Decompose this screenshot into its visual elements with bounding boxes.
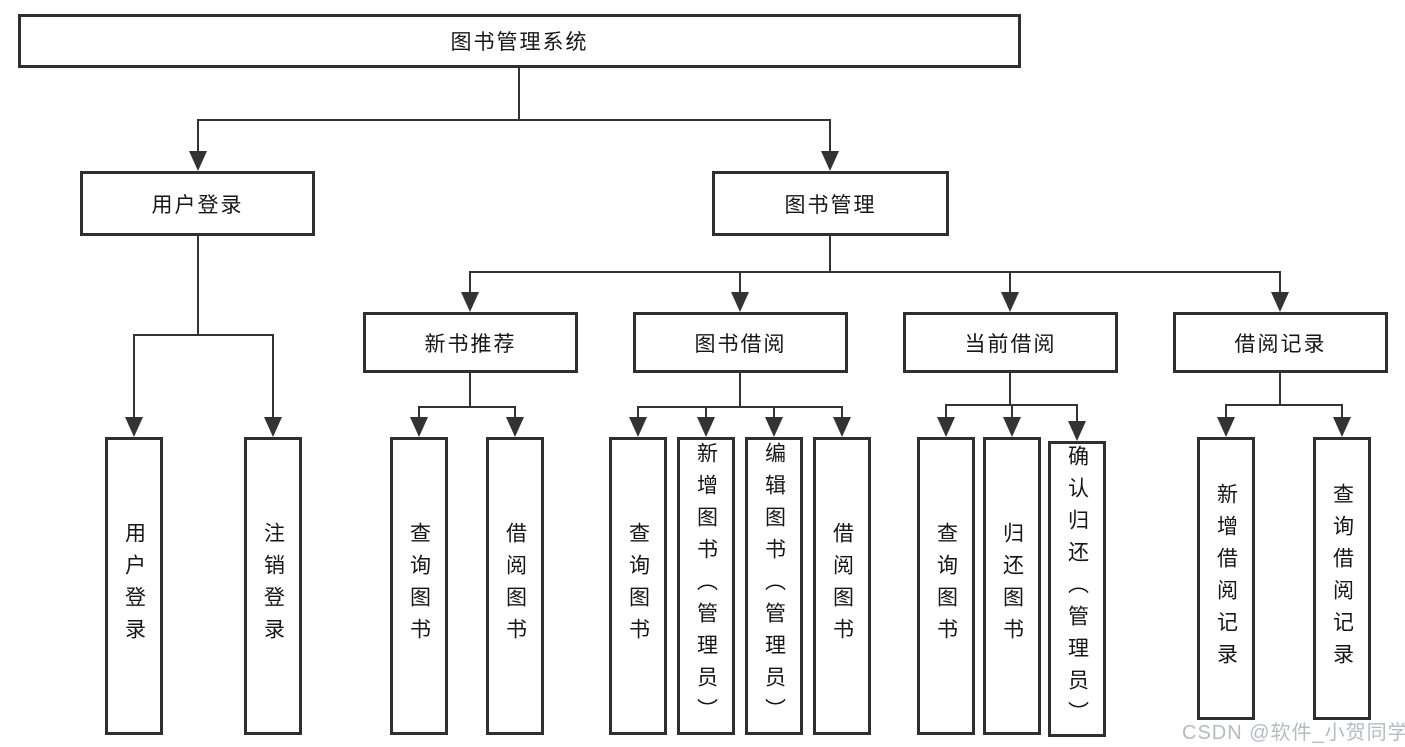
node-label: 新书推荐 <box>424 332 517 356</box>
leaf-return-book: 归还图书 <box>983 437 1041 735</box>
node-new-book-recommend: 新书推荐 <box>363 312 578 373</box>
leaf-confirm-return-admin: 确认归还（管理员） <box>1048 441 1106 737</box>
leaf-add-book-admin: 新增图书（管理员） <box>677 437 735 735</box>
connector-recommend-stub <box>469 373 471 407</box>
node-label: 当前借阅 <box>964 332 1057 356</box>
node-label: 借阅图书 <box>830 522 854 650</box>
node-label: 注销登录 <box>261 522 285 650</box>
leaf-add-borrow-record: 新增借阅记录 <box>1197 437 1255 720</box>
connector-borrow-stub <box>739 373 741 407</box>
connector-level3-rail <box>469 271 1281 273</box>
arrow-to-borrow <box>731 272 749 312</box>
node-label: 借阅记录 <box>1234 332 1327 356</box>
connector-borrow-rail <box>637 406 843 408</box>
node-current-borrow: 当前借阅 <box>903 312 1118 373</box>
node-label: 查询图书 <box>934 522 958 650</box>
connector-user-login-rail <box>133 334 274 336</box>
node-label: 确认归还（管理员） <box>1065 445 1089 733</box>
connector-records-stub <box>1279 373 1281 405</box>
node-borrow-records: 借阅记录 <box>1173 312 1388 373</box>
connector-current-stub <box>1009 373 1011 405</box>
leaf-user-login: 用户登录 <box>105 437 163 735</box>
arrow-to-leaf-query-borrow <box>629 407 647 437</box>
node-label: 查询图书 <box>407 522 431 650</box>
leaf-logout: 注销登录 <box>244 437 302 735</box>
leaf-query-books-borrow: 查询图书 <box>609 437 667 735</box>
leaf-query-borrow-record: 查询借阅记录 <box>1313 437 1371 720</box>
arrow-to-leaf-return-book <box>1003 405 1021 437</box>
node-book-management: 图书管理 <box>712 171 949 236</box>
arrow-to-leaf-user-login <box>125 335 143 437</box>
arrow-to-leaf-query-current <box>937 405 955 437</box>
connector-user-login-stub <box>197 236 199 335</box>
leaf-borrow-book: 借阅图书 <box>813 437 871 735</box>
arrow-to-leaf-borrow-recommend <box>506 407 524 437</box>
node-user-login: 用户登录 <box>80 171 315 236</box>
connector-recommend-rail <box>418 406 516 408</box>
node-label: 新增借阅记录 <box>1214 482 1238 675</box>
arrow-to-leaf-logout <box>264 335 282 437</box>
node-label: 新增图书（管理员） <box>694 442 718 730</box>
leaf-borrow-books-recommend: 借阅图书 <box>486 437 544 735</box>
arrow-to-leaf-confirm-return <box>1068 405 1086 441</box>
leaf-query-books-current: 查询图书 <box>917 437 975 735</box>
node-label: 图书管理系统 <box>450 31 589 54</box>
arrow-to-leaf-borrow-book <box>833 407 851 437</box>
node-label: 借阅图书 <box>503 522 527 650</box>
node-label: 用户登录 <box>151 193 244 217</box>
connector-records-rail <box>1225 404 1343 406</box>
connector-root-stub <box>518 68 520 120</box>
node-label: 编辑图书（管理员） <box>762 442 786 730</box>
arrow-to-records <box>1271 272 1289 312</box>
arrow-to-leaf-add-book <box>697 407 715 437</box>
connector-book-mgmt-stub <box>829 236 831 272</box>
arrow-to-leaf-query-recommend <box>410 407 428 437</box>
csdn-watermark: CSDN @软件_小贺同学 <box>1182 722 1405 744</box>
node-book-borrow: 图书借阅 <box>633 312 848 373</box>
node-label: 查询借阅记录 <box>1330 482 1354 675</box>
arrow-to-leaf-query-record <box>1333 405 1351 437</box>
arrow-to-recommend <box>461 272 479 312</box>
arrow-to-leaf-edit-book <box>765 407 783 437</box>
leaf-query-books-recommend: 查询图书 <box>390 437 448 735</box>
node-label: 归还图书 <box>1000 522 1024 650</box>
node-label: 查询图书 <box>626 522 650 650</box>
arrow-to-book-mgmt <box>821 120 839 171</box>
arrow-to-leaf-add-record <box>1217 405 1235 437</box>
node-label: 图书借阅 <box>694 332 787 356</box>
leaf-edit-book-admin: 编辑图书（管理员） <box>745 437 803 735</box>
node-label: 用户登录 <box>122 522 146 650</box>
arrow-to-current <box>1001 272 1019 312</box>
node-label: 图书管理 <box>784 193 877 217</box>
arrow-to-user-login <box>189 120 207 171</box>
node-library-system: 图书管理系统 <box>18 14 1021 68</box>
connector-level2-rail <box>197 119 831 121</box>
